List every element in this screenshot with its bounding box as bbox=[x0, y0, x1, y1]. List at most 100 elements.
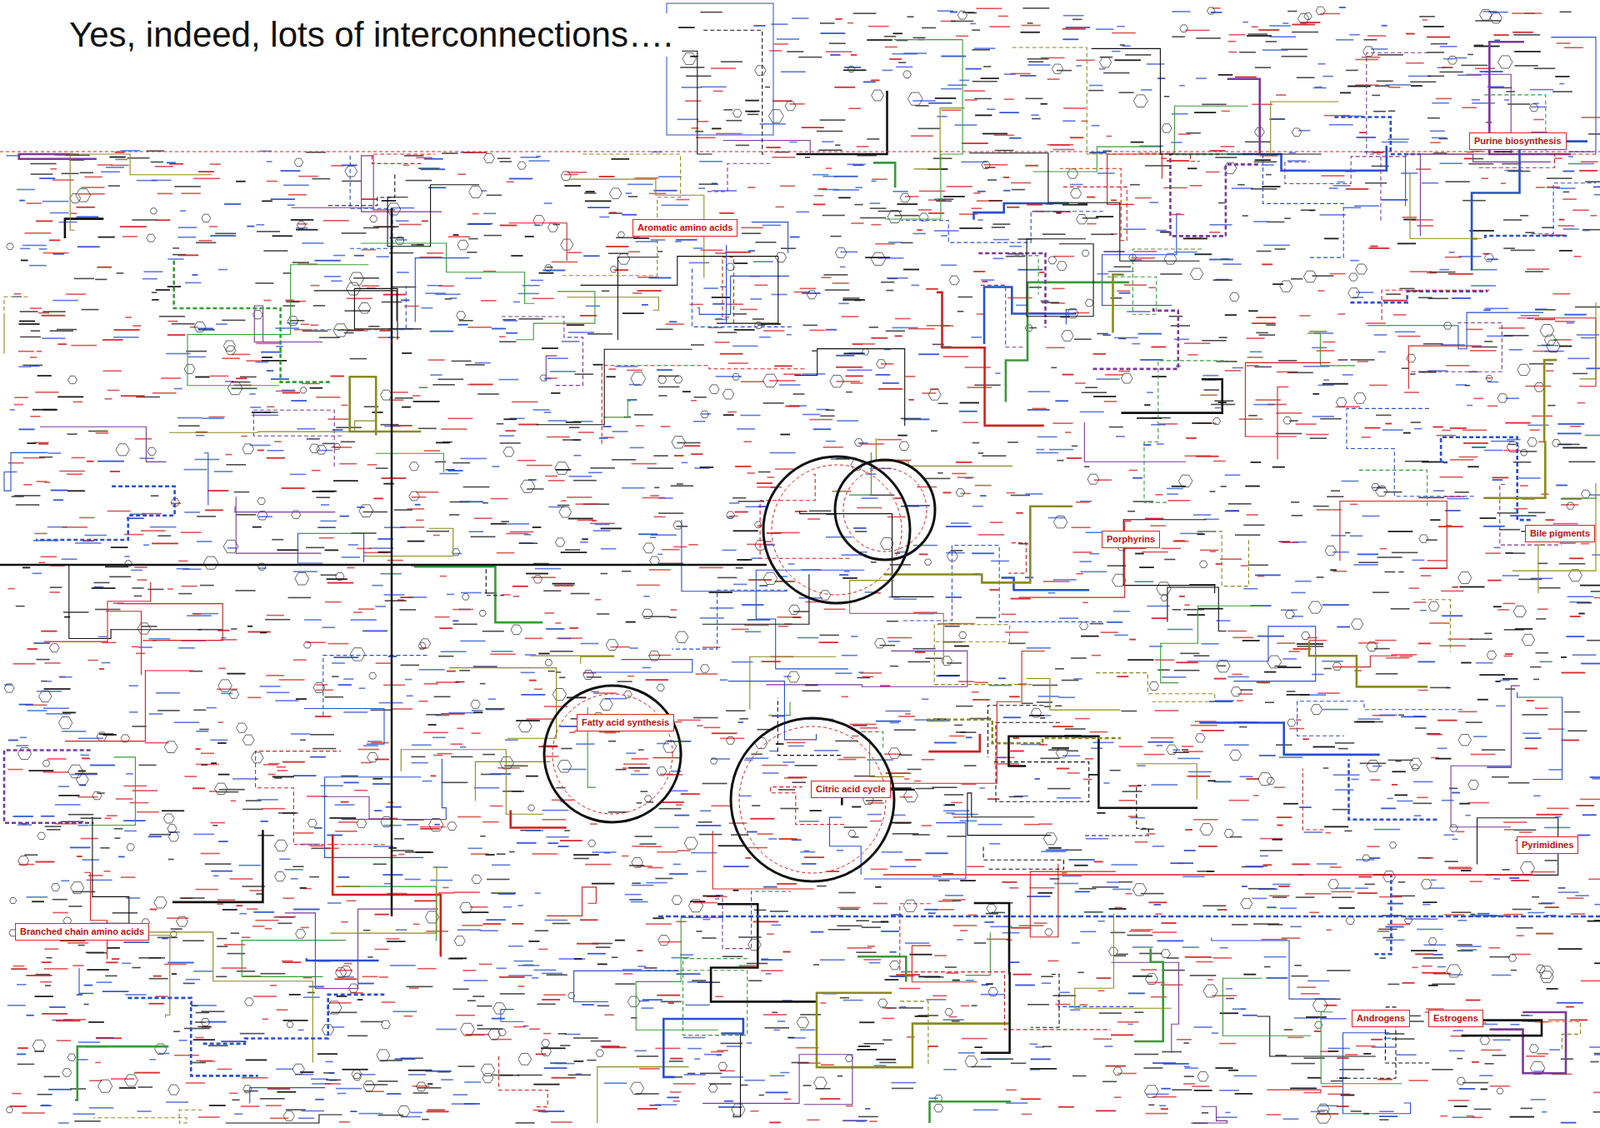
compound-label-mark bbox=[973, 192, 980, 195]
compound-label-mark bbox=[404, 155, 424, 157]
compound-label-mark bbox=[218, 269, 228, 271]
compound-label-mark bbox=[1335, 789, 1355, 791]
compound-label-mark bbox=[1586, 640, 1600, 642]
compound-label-mark bbox=[972, 49, 990, 51]
compound-label-mark bbox=[419, 700, 429, 703]
compound-label-mark bbox=[1558, 887, 1566, 890]
compound-label-mark bbox=[303, 977, 313, 980]
compound-label-mark bbox=[1246, 365, 1260, 367]
compound-label-mark bbox=[1111, 50, 1121, 53]
compound-label-mark bbox=[279, 859, 290, 861]
compound-label-mark bbox=[1316, 863, 1337, 865]
compound-label-mark bbox=[836, 850, 844, 852]
compound-label-mark bbox=[1503, 247, 1515, 250]
compound-label-mark bbox=[1527, 425, 1550, 427]
compound-label-mark bbox=[840, 909, 859, 911]
compound-label-mark bbox=[702, 783, 728, 785]
compound-label-mark bbox=[1562, 198, 1577, 200]
compound-label-mark bbox=[1484, 450, 1504, 452]
compound-label-mark bbox=[371, 585, 383, 587]
compound-label-mark bbox=[1418, 690, 1429, 692]
compound-label-mark bbox=[684, 1074, 706, 1076]
compound-label-mark bbox=[885, 46, 898, 49]
compound-label-mark bbox=[816, 130, 843, 133]
compound-label-mark bbox=[890, 865, 916, 868]
compound-label-mark bbox=[157, 710, 180, 712]
compound-label-mark bbox=[740, 227, 764, 230]
compound-label-mark bbox=[1330, 535, 1346, 537]
compound-label-mark bbox=[1219, 1043, 1236, 1045]
compound-label-mark bbox=[1429, 622, 1450, 625]
compound-label-mark bbox=[260, 973, 285, 975]
compound-label-mark bbox=[824, 609, 846, 611]
compound-label-mark bbox=[518, 293, 540, 295]
compound-label-mark bbox=[1114, 337, 1139, 340]
compound-label-mark bbox=[1310, 437, 1327, 440]
compound-label-mark bbox=[1552, 90, 1573, 93]
compound-label-mark bbox=[1232, 367, 1245, 370]
compound-label-mark bbox=[480, 683, 486, 685]
compound-label-mark bbox=[644, 615, 670, 618]
compound-label-mark bbox=[114, 828, 124, 830]
compound-label-mark bbox=[312, 748, 336, 750]
compound-label-mark bbox=[1414, 428, 1423, 430]
compound-label-mark bbox=[1202, 905, 1226, 908]
compound-label-mark bbox=[250, 445, 271, 447]
compound-label-mark bbox=[1376, 930, 1390, 933]
compound-label-mark bbox=[1448, 866, 1472, 869]
compound-label-mark bbox=[992, 223, 1010, 225]
compound-label-mark bbox=[1520, 450, 1537, 453]
compound-label-mark bbox=[1437, 748, 1448, 750]
compound-label-mark bbox=[1020, 703, 1033, 705]
compound-label-mark bbox=[593, 530, 611, 532]
compound-label-mark bbox=[586, 1060, 596, 1062]
compound-label-mark bbox=[413, 1092, 429, 1095]
compound-label-mark bbox=[763, 330, 785, 332]
compound-label-mark bbox=[1316, 509, 1342, 511]
compound-label-mark bbox=[677, 119, 700, 121]
compound-label-mark bbox=[11, 495, 25, 498]
compound-label-mark bbox=[1370, 779, 1380, 781]
compound-label-mark bbox=[347, 1035, 368, 1038]
compound-label-mark bbox=[794, 291, 811, 294]
compound-label-mark bbox=[630, 901, 649, 904]
compound-label-mark bbox=[565, 549, 580, 551]
compound-label-mark bbox=[1345, 532, 1351, 535]
compound-label-mark bbox=[796, 211, 810, 214]
compound-label-mark bbox=[491, 650, 514, 653]
compound-label-mark bbox=[1080, 571, 1108, 574]
compound-label-mark bbox=[535, 930, 549, 932]
compound-label-mark bbox=[1085, 758, 1095, 760]
compound-label-mark bbox=[1497, 512, 1520, 515]
compound-label-mark bbox=[1235, 534, 1260, 536]
compound-label-mark bbox=[178, 593, 192, 595]
compound-label-mark bbox=[631, 845, 645, 848]
compound-label-mark bbox=[242, 885, 265, 888]
compound-label-mark bbox=[1032, 408, 1047, 410]
compound-label-mark bbox=[763, 1014, 787, 1016]
compound-label-mark bbox=[1371, 95, 1380, 97]
compound-label-mark bbox=[1333, 570, 1348, 573]
compound-label-mark bbox=[830, 235, 841, 238]
compound-label-mark bbox=[1063, 107, 1086, 110]
compound-label-mark bbox=[848, 107, 861, 110]
compound-label-mark bbox=[1114, 1096, 1122, 1099]
compound-label-mark bbox=[870, 869, 888, 871]
compound-label-mark bbox=[460, 592, 482, 595]
compound-label-mark bbox=[309, 876, 320, 879]
compound-label-mark bbox=[600, 573, 608, 575]
compound-label-mark bbox=[1344, 830, 1352, 833]
compound-label-mark bbox=[1119, 800, 1136, 802]
compound-label-mark bbox=[900, 242, 914, 245]
compound-label-mark bbox=[1555, 187, 1576, 190]
compound-label-mark bbox=[125, 897, 140, 900]
compound-label-mark bbox=[1427, 370, 1448, 372]
compound-label-mark bbox=[695, 137, 716, 140]
compound-label-mark bbox=[739, 718, 748, 720]
compound-label-mark bbox=[1500, 680, 1510, 682]
compound-label-mark bbox=[82, 859, 100, 861]
compound-label-mark bbox=[1248, 415, 1258, 417]
compound-label-mark bbox=[1568, 163, 1595, 165]
compound-label-mark bbox=[483, 213, 496, 215]
